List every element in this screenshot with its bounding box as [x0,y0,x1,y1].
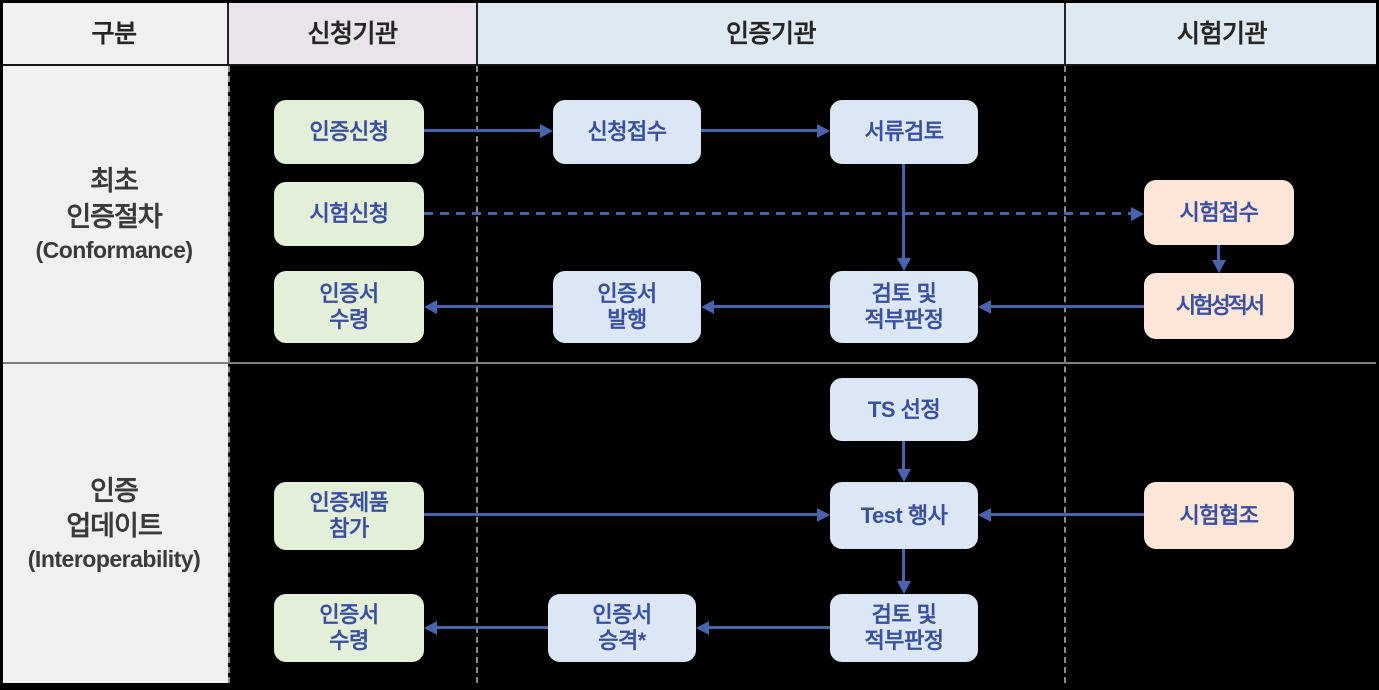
arrow-productjoin-to-testevent [424,513,817,516]
arrow-review2-to-upgrade [709,626,830,629]
arrow-review1-to-certissue [714,305,830,308]
node-ts-selection: TS 선정 [830,378,978,441]
node-test-report: 시험성적서 [1144,273,1294,339]
section-interoperability-label: 인증 업데이트 (Interoperability) [0,364,228,683]
frame-left [0,0,3,690]
node-review-judgement-2: 검토 및 적부판정 [830,594,978,662]
node-receive-cert-2: 인증서 수령 [274,594,424,662]
node-test-cooperation: 시험협조 [1144,482,1294,549]
node-app-reception: 신청접수 [553,100,701,164]
arrow-docreview-to-review1 [902,164,905,258]
header-certifier: 인증기관 [477,0,1065,64]
lane-separator-applicant [476,66,478,683]
arrow-reception-to-docreview [701,129,817,132]
header-bottom-line [0,64,1379,66]
section-subtitle: (Interoperability) [27,546,201,573]
section-subtitle: (Conformance) [35,236,193,263]
arrow-upgrade-to-receive2 [437,626,548,629]
lane-separator-tester [1064,66,1066,683]
node-review-judgement-1: 검토 및 적부판정 [830,271,978,343]
header-applicant: 신청기관 [228,0,477,64]
node-apply-test: 시험신청 [274,182,424,246]
arrow-testreception-to-testreport [1217,245,1220,260]
arrow-applytest-to-testreception-dashed [424,212,1131,215]
arrow-certissue-to-receive1 [437,305,553,308]
frame-bottom [0,683,1379,690]
frame-right [1376,0,1379,690]
header-separator [476,0,478,64]
node-apply-cert: 인증신청 [274,100,424,164]
node-certified-product-join: 인증제품 참가 [274,482,424,550]
arrow-testevent-to-review2 [902,549,905,581]
section-title: 인증 업데이트 [66,475,162,541]
node-cert-issue: 인증서 발행 [553,271,701,343]
arrow-testreport-to-review1 [991,305,1144,308]
frame-top [0,0,1379,3]
header-category: 구분 [0,0,228,64]
node-test-event: Test 행사 [830,482,978,549]
arrow-testcoop-to-testevent [991,513,1144,516]
section-conformance-label: 최초 인증절차 (Conformance) [0,66,228,362]
arrow-tsselection-to-testevent [902,441,905,469]
node-test-reception: 시험접수 [1144,180,1294,245]
node-cert-upgrade: 인증서 승격* [548,594,696,662]
header-separator [227,0,229,64]
header-tester: 시험기관 [1065,0,1379,64]
section-title: 최초 인증절차 [66,166,162,232]
section-divider-line [0,362,1379,364]
node-receive-cert-1: 인증서 수령 [274,271,424,343]
node-doc-review: 서류검토 [830,100,978,164]
arrow-applycert-to-reception [424,129,540,132]
lane-separator-left [228,66,230,683]
header-separator [1064,0,1066,64]
